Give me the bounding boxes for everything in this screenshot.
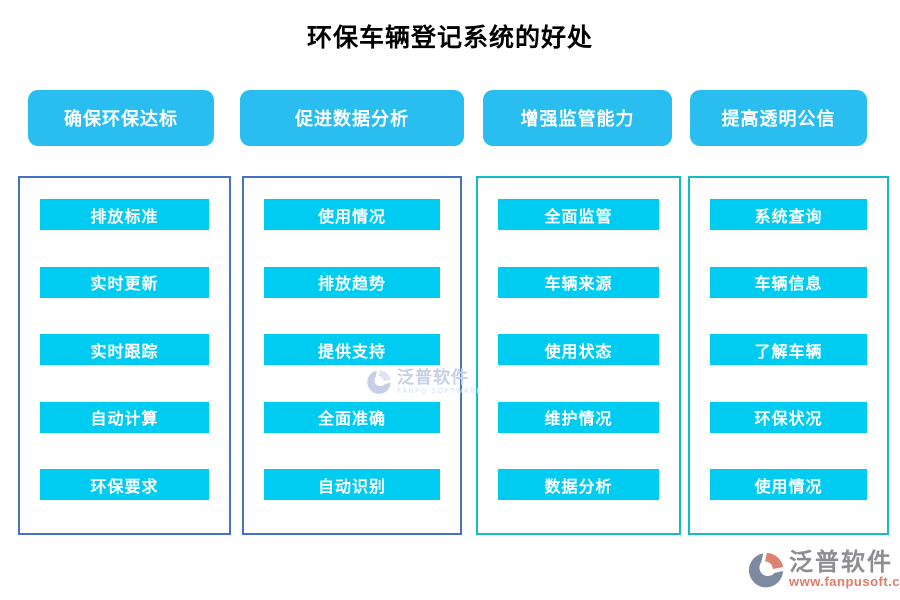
benefit-item: 系统查询 bbox=[710, 199, 867, 230]
benefit-item: 提供支持 bbox=[264, 334, 440, 365]
benefit-item: 了解车辆 bbox=[710, 334, 867, 365]
footer-logo-text: 泛普软件 www.fanpusoft.com bbox=[789, 550, 900, 589]
benefit-item: 全面监管 bbox=[498, 199, 659, 230]
benefit-item: 使用情况 bbox=[264, 199, 440, 230]
benefit-item: 环保要求 bbox=[40, 469, 209, 500]
benefit-column-3: 全面监管 车辆来源 使用状态 维护情况 数据分析 bbox=[476, 176, 681, 535]
benefit-item: 车辆信息 bbox=[710, 266, 867, 298]
benefit-item: 自动识别 bbox=[264, 469, 440, 500]
benefit-item: 排放标准 bbox=[40, 199, 209, 230]
benefit-item: 全面准确 bbox=[264, 401, 440, 433]
benefit-item: 车辆来源 bbox=[498, 266, 659, 298]
benefit-item: 维护情况 bbox=[498, 401, 659, 433]
benefit-column-1: 排放标准 实时更新 实时跟踪 自动计算 环保要求 bbox=[18, 176, 231, 535]
benefit-column-2: 使用情况 排放趋势 提供支持 全面准确 自动识别 bbox=[242, 176, 462, 535]
benefit-header-3: 增强监管能力 bbox=[483, 90, 672, 146]
benefit-header-1: 确保环保达标 bbox=[28, 90, 214, 146]
benefit-header-4: 提高透明公信 bbox=[690, 90, 867, 146]
benefit-item: 使用情况 bbox=[710, 469, 867, 500]
page-title: 环保车辆登记系统的好处 bbox=[306, 24, 593, 52]
brand-name: 泛普软件 bbox=[789, 549, 893, 576]
benefit-item: 数据分析 bbox=[498, 469, 659, 500]
benefit-item: 实时更新 bbox=[40, 266, 209, 298]
benefit-item: 排放趋势 bbox=[264, 266, 440, 298]
fanpu-logo-icon bbox=[748, 552, 784, 588]
benefit-item: 使用状态 bbox=[498, 334, 659, 365]
benefit-item: 自动计算 bbox=[40, 401, 209, 433]
brand-url: www.fanpusoft.com bbox=[789, 574, 900, 590]
benefit-item: 环保状况 bbox=[710, 401, 867, 433]
benefit-column-4: 系统查询 车辆信息 了解车辆 环保状况 使用情况 bbox=[688, 176, 889, 535]
benefit-header-2: 促进数据分析 bbox=[240, 90, 464, 146]
footer-logo: 泛普软件 www.fanpusoft.com bbox=[747, 550, 900, 589]
benefit-item: 实时跟踪 bbox=[40, 334, 209, 365]
